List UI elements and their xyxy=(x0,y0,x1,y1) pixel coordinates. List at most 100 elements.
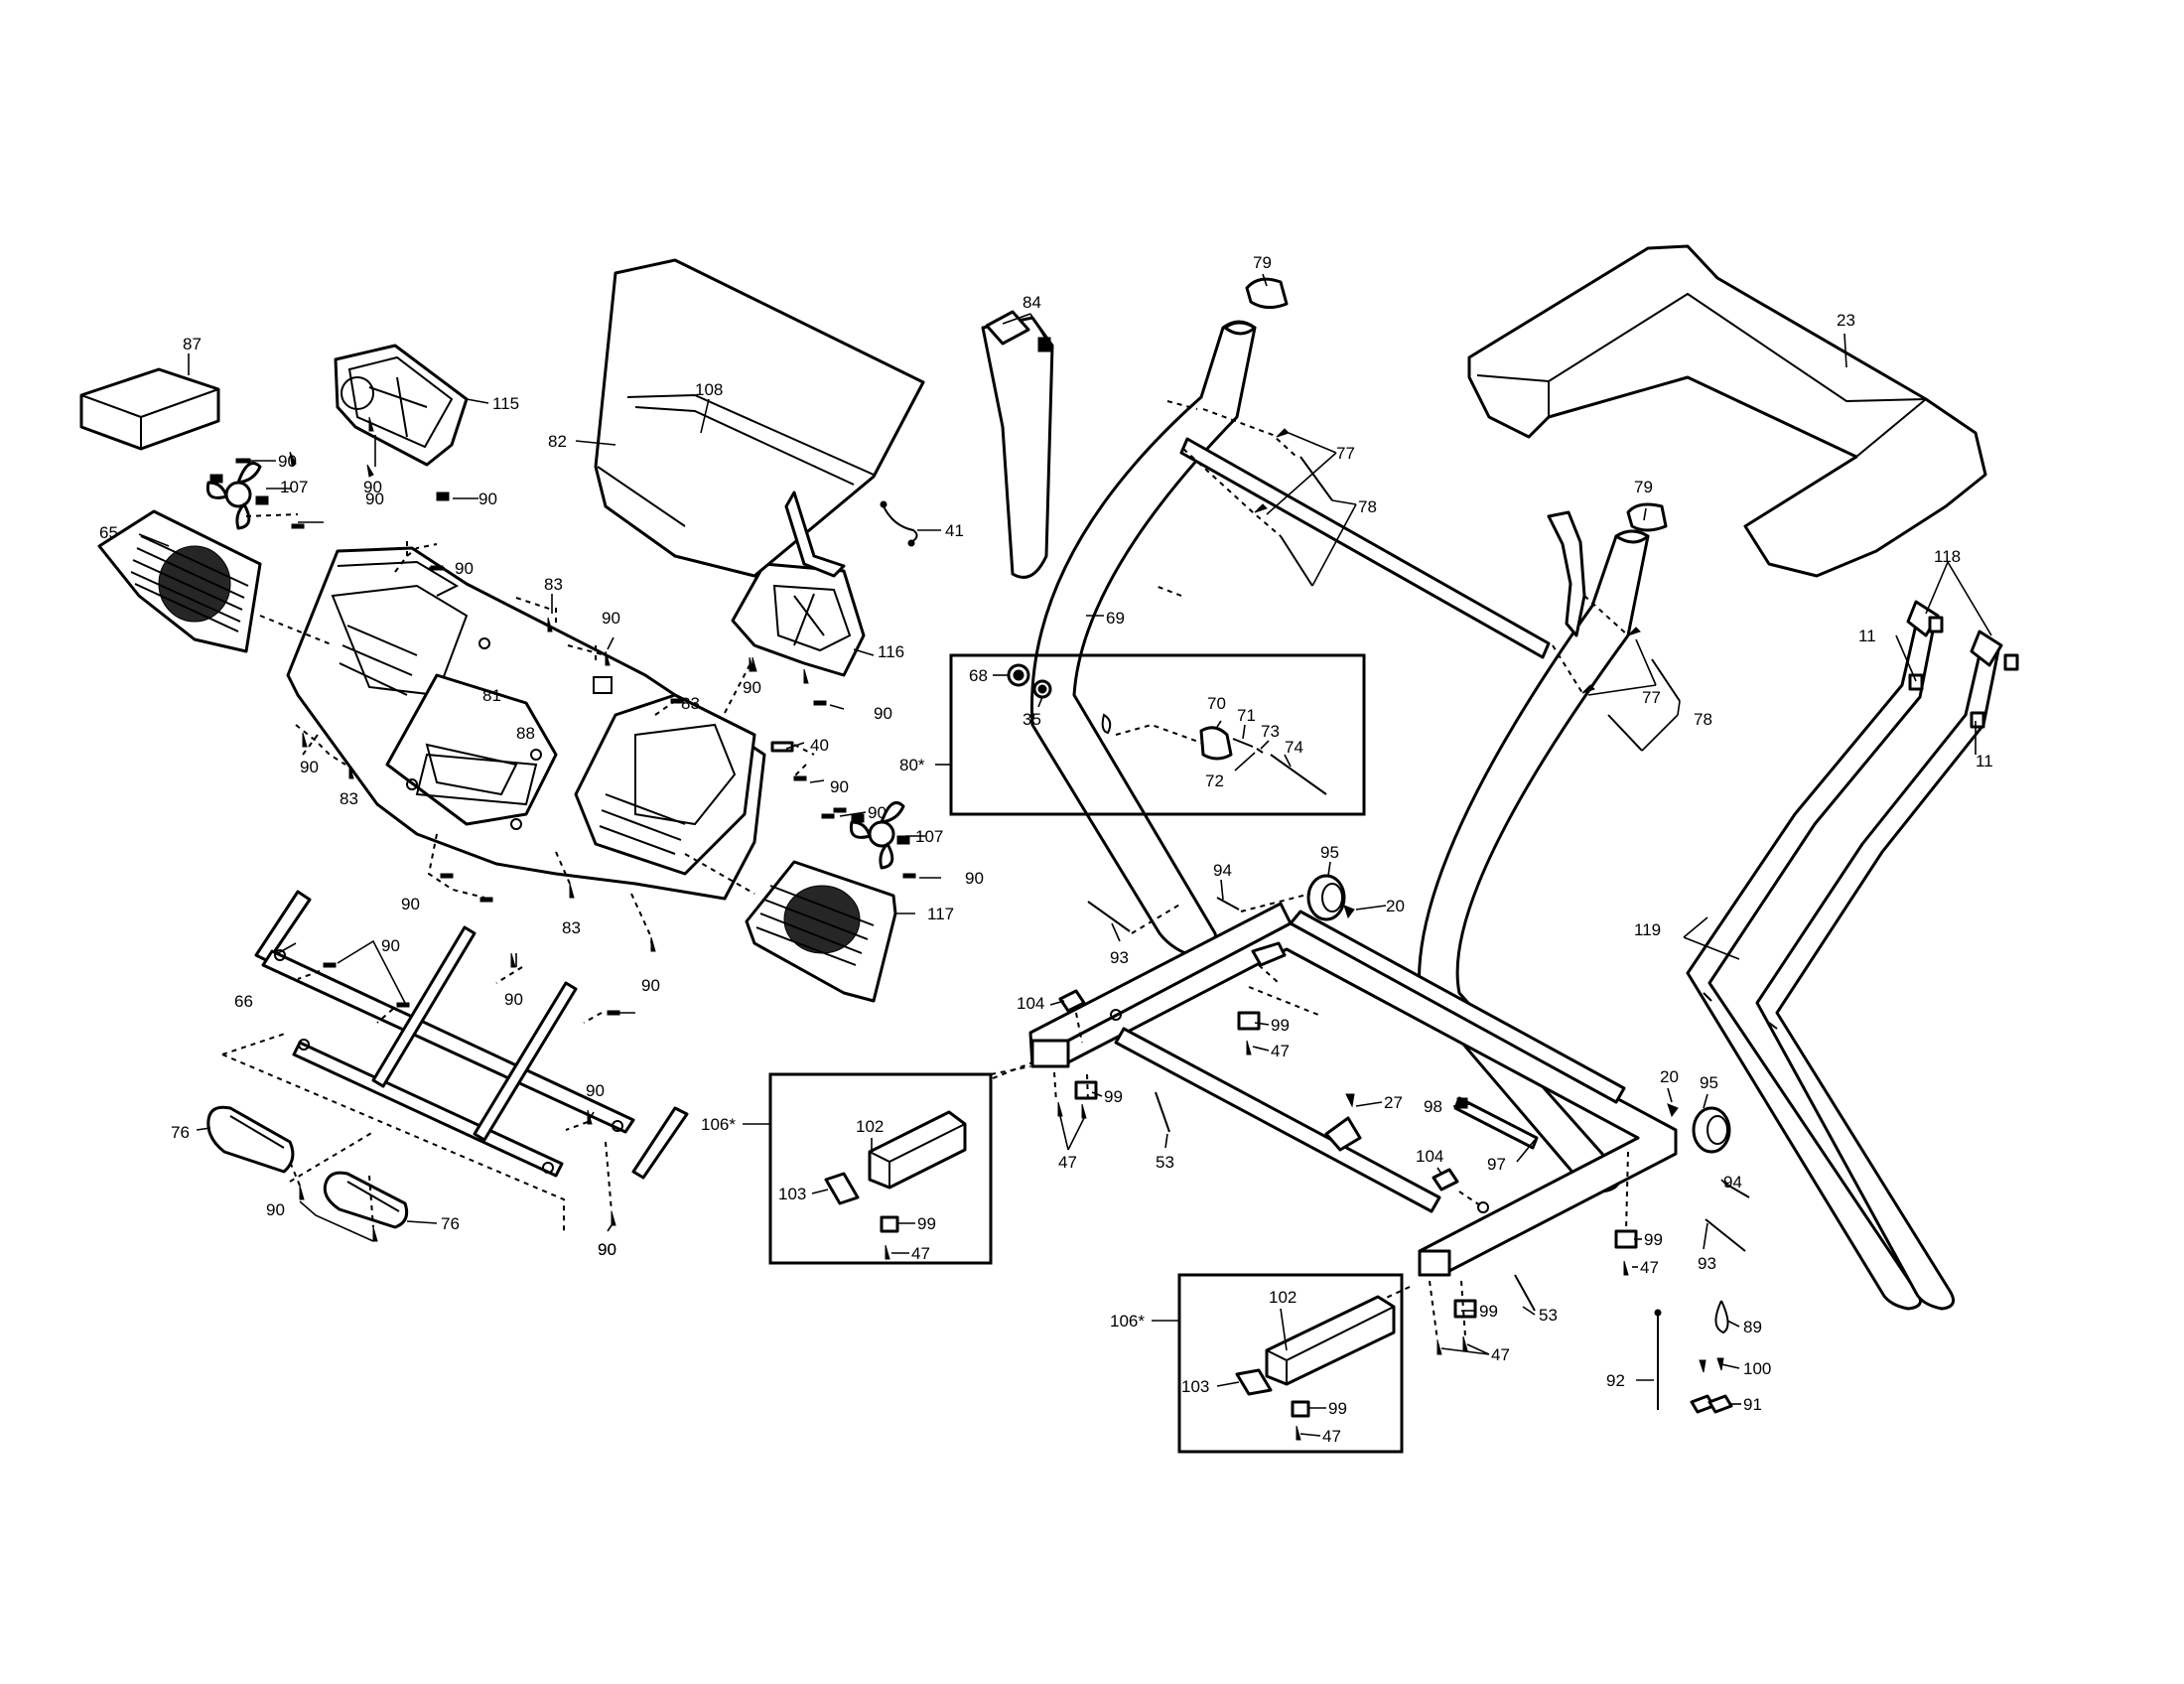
parts-89-92-100-91 xyxy=(1654,1300,1733,1414)
callout-71: 71 xyxy=(1237,706,1256,725)
callout-89: 89 xyxy=(1743,1318,1762,1336)
callout-94: 94 xyxy=(1723,1173,1742,1192)
callout-87: 87 xyxy=(183,335,202,353)
part-117-grille-right xyxy=(745,860,897,1003)
callout-84: 84 xyxy=(1023,293,1041,312)
callout-97: 97 xyxy=(1487,1155,1506,1174)
callout-83: 83 xyxy=(544,575,563,594)
callout-102: 102 xyxy=(856,1117,884,1136)
callout-100: 100 xyxy=(1743,1359,1771,1378)
part-80-kit-box xyxy=(949,653,1366,816)
bolts-93-94 xyxy=(1087,893,1750,1252)
callout-106: 106* xyxy=(1110,1312,1145,1331)
callout-73: 73 xyxy=(1261,722,1280,741)
callout-90: 90 xyxy=(381,936,400,955)
callout-79: 79 xyxy=(1253,253,1272,272)
callout-53: 53 xyxy=(1539,1306,1558,1325)
callout-20: 20 xyxy=(1660,1067,1679,1086)
callout-99: 99 xyxy=(917,1214,936,1233)
part-40-pin xyxy=(770,741,794,753)
callout-90: 90 xyxy=(266,1200,285,1219)
part-76-foot-right xyxy=(323,1171,409,1229)
callout-40: 40 xyxy=(810,736,829,755)
callout-99: 99 xyxy=(1271,1016,1290,1035)
callout-102: 102 xyxy=(1269,1288,1297,1307)
part-107-fan-right xyxy=(849,801,910,870)
callout-65: 65 xyxy=(99,523,118,542)
callout-119: 119 xyxy=(1634,920,1661,939)
callout-53: 53 xyxy=(1156,1153,1174,1172)
callout-82: 82 xyxy=(548,432,567,451)
callout-47: 47 xyxy=(1491,1345,1510,1364)
callout-95: 95 xyxy=(1320,843,1339,862)
callout-108: 108 xyxy=(695,380,723,399)
callout-94: 94 xyxy=(1213,861,1232,880)
bolts-77-78-right xyxy=(1552,595,1681,752)
callout-118: 118 xyxy=(1934,547,1961,566)
part-81-console-base xyxy=(286,546,766,901)
callout-11: 11 xyxy=(1976,752,1993,771)
callout-90: 90 xyxy=(874,704,892,723)
callout-115: 115 xyxy=(492,394,519,413)
callout-107: 107 xyxy=(915,827,943,846)
part-106-kit-box-right xyxy=(1177,1273,1404,1454)
callout-90: 90 xyxy=(300,758,319,776)
callout-99: 99 xyxy=(1328,1399,1347,1418)
callout-11: 11 xyxy=(1858,627,1876,645)
part-119-side-rails xyxy=(1686,600,2019,1311)
part-41-wire xyxy=(880,500,918,547)
part-66-base-frame xyxy=(254,890,689,1180)
callout-103: 103 xyxy=(1181,1377,1209,1396)
upright-assembly-group xyxy=(768,244,2019,1454)
part-84-cover xyxy=(981,310,1054,579)
callout-70: 70 xyxy=(1207,694,1226,713)
callout-90: 90 xyxy=(965,869,984,888)
screws-53 xyxy=(1155,1091,1536,1312)
callout-47: 47 xyxy=(911,1244,930,1263)
callout-47: 47 xyxy=(1271,1042,1290,1060)
callout-66: 66 xyxy=(234,992,253,1011)
callout-93: 93 xyxy=(1110,948,1129,967)
callout-90: 90 xyxy=(868,803,887,822)
callout-90: 90 xyxy=(363,478,382,496)
callout-78: 78 xyxy=(1694,710,1712,729)
part-callouts: 87 115 90 107 90 90 90 65 82 108 41 90 8… xyxy=(99,253,1993,1446)
callout-90: 90 xyxy=(504,990,523,1009)
callout-76: 76 xyxy=(441,1214,460,1233)
callout-69: 69 xyxy=(1106,609,1125,628)
part-87-pad xyxy=(79,367,220,451)
part-116-fan-housing xyxy=(731,562,866,677)
callout-99: 99 xyxy=(1104,1087,1123,1106)
callout-90: 90 xyxy=(455,559,474,578)
callout-95: 95 xyxy=(1700,1073,1718,1092)
callout-90: 90 xyxy=(586,1081,605,1100)
base-frame-lower xyxy=(1028,902,1678,1277)
callout-116: 116 xyxy=(878,642,904,661)
callout-41: 41 xyxy=(945,521,964,540)
callout-27: 27 xyxy=(1384,1093,1403,1112)
part-115-fan-housing xyxy=(334,344,469,467)
callout-88: 88 xyxy=(516,724,535,743)
callout-106: 106* xyxy=(701,1115,736,1134)
callout-79: 79 xyxy=(1634,478,1653,496)
wire-harness xyxy=(1547,510,1586,637)
part-23-platform xyxy=(1467,244,1987,578)
callout-81: 81 xyxy=(482,686,501,705)
callout-83: 83 xyxy=(340,789,358,808)
callout-99: 99 xyxy=(1644,1230,1663,1249)
callout-47: 47 xyxy=(1640,1258,1659,1277)
callout-23: 23 xyxy=(1837,311,1855,330)
callout-90: 90 xyxy=(743,678,761,697)
bolts-77-78-left xyxy=(1182,408,1333,587)
callout-83: 83 xyxy=(681,694,700,713)
part-82-hood-cover xyxy=(594,258,925,578)
callout-90: 90 xyxy=(401,895,420,913)
part-79-cap-left xyxy=(1245,277,1289,309)
callout-98: 98 xyxy=(1424,1097,1442,1116)
callout-90: 90 xyxy=(602,609,620,628)
callout-107: 107 xyxy=(280,478,308,496)
console-parts-group xyxy=(79,258,925,1242)
callout-104: 104 xyxy=(1017,994,1044,1013)
callout-83: 83 xyxy=(562,918,581,937)
callout-47: 47 xyxy=(1322,1427,1341,1446)
